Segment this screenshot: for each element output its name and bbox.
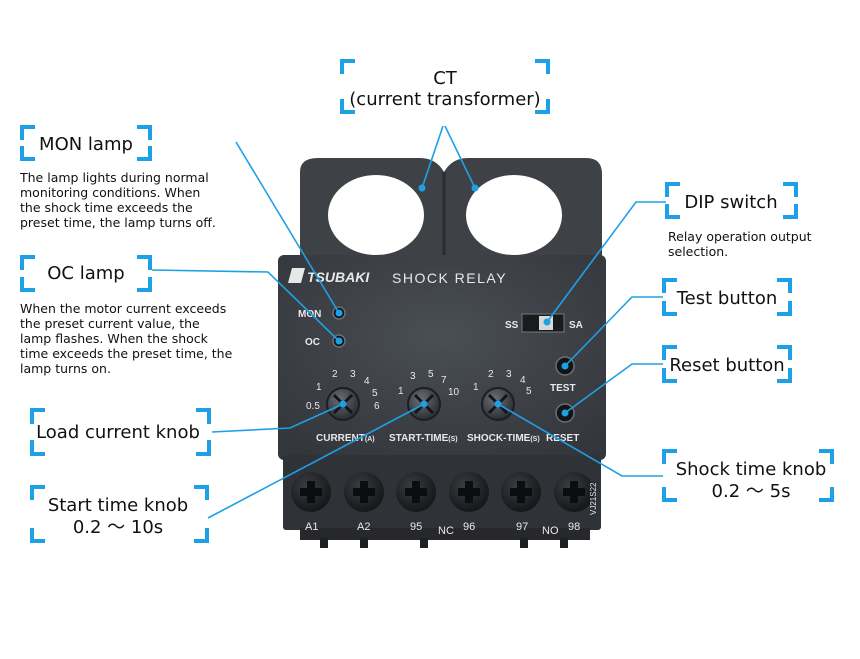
current-scale-2: 2 <box>332 369 338 380</box>
desc-line: lamp turns on. <box>20 361 111 376</box>
shock-scale-3: 4 <box>520 375 526 386</box>
desc-line: preset time, the lamp turns off. <box>20 215 216 230</box>
desc-line: monitoring conditions. When <box>20 185 201 200</box>
start-time-title: Start time knob <box>48 495 188 516</box>
test-button-callout: Test button <box>662 278 792 316</box>
shock-scale-0: 1 <box>473 382 479 393</box>
desc-line: The lamp lights during normal <box>20 170 209 185</box>
current-scale-5: 5 <box>372 388 378 399</box>
brand-logo: TSUBAKI <box>288 268 370 285</box>
test-button-title: Test button <box>676 288 778 309</box>
terminal-label-96: 96 <box>463 521 475 533</box>
dip-switch-description: Relay operation output selection. <box>668 229 812 259</box>
leader-lines <box>151 125 666 519</box>
desc-line: the preset current value, the <box>20 316 200 331</box>
terminal-screw <box>344 472 384 512</box>
start-scale-0: 1 <box>398 386 404 397</box>
dip-switch-callout: DIP switch <box>665 182 798 219</box>
dip-switch-right-label: SA <box>569 320 583 331</box>
shock-scale-1: 2 <box>488 369 494 380</box>
terminal-label-no: NO <box>542 525 559 537</box>
desc-line: selection. <box>668 244 729 259</box>
mon-lamp-label: MON <box>298 309 321 320</box>
current-knob-label: CURRENT(A) <box>316 433 375 444</box>
ct-right-hole <box>466 175 562 255</box>
ct-left-hole <box>328 175 424 255</box>
terminal-label-97: 97 <box>516 521 528 533</box>
load-current-title: Load current knob <box>36 422 200 443</box>
desc-line: lamp flashes. When the shock <box>20 331 208 346</box>
desc-line: time exceeds the preset time, the <box>20 346 233 361</box>
reset-button-label: RESET <box>546 433 579 444</box>
start-knob-label: START-TIME(S) <box>389 433 458 444</box>
terminal-screw <box>396 472 436 512</box>
mon-lamp-callout: MON lamp <box>20 125 152 161</box>
terminal-screw <box>501 472 541 512</box>
oc-lamp-description: When the motor current exceeds the prese… <box>20 301 232 376</box>
start-scale-3: 7 <box>441 375 447 386</box>
current-scale-6: 6 <box>374 401 380 412</box>
shock-time-title: Shock time knob <box>676 459 827 480</box>
oc-lamp-label: OC <box>305 337 320 348</box>
current-scale-1: 1 <box>316 382 322 393</box>
shock-knob-label: SHOCK-TIME(S) <box>467 433 540 444</box>
dip-switch-title: DIP switch <box>684 192 777 213</box>
reset-button-title: Reset button <box>669 355 784 376</box>
ct-callout: CT (current transformer) <box>340 59 550 114</box>
side-code: VJ21S22 <box>589 482 598 515</box>
reset-button-callout: Reset button <box>662 345 792 383</box>
oc-lamp-callout: OC lamp <box>20 255 152 292</box>
start-scale-1: 3 <box>410 371 416 382</box>
ct-housing <box>300 158 602 262</box>
terminal-screw <box>291 472 331 512</box>
test-button-label: TEST <box>550 383 576 394</box>
oc-lamp-title: OC lamp <box>47 263 124 284</box>
mon-lamp-description: The lamp lights during normal monitoring… <box>20 170 216 230</box>
terminal-label-a2: A2 <box>357 521 370 533</box>
terminal-screw <box>449 472 489 512</box>
current-scale-3: 3 <box>350 369 356 380</box>
desc-line: the shock time exceeds the <box>20 200 193 215</box>
terminal-screws <box>291 472 594 512</box>
model-label: SHOCK RELAY <box>392 270 507 286</box>
shock-time-range: 0.2 ～ 5s <box>712 481 791 502</box>
terminal-label-a1: A1 <box>305 521 318 533</box>
svg-text:TSUBAKI: TSUBAKI <box>307 269 370 285</box>
desc-line: When the motor current exceeds <box>20 301 227 316</box>
ct-subtitle: (current transformer) <box>349 89 540 110</box>
shock-time-callout: Shock time knob 0.2 ～ 5s <box>662 449 834 502</box>
mon-lamp-title: MON lamp <box>39 134 133 155</box>
relay-body <box>278 255 606 460</box>
desc-line: Relay operation output <box>668 229 812 244</box>
start-scale-4: 10 <box>448 387 460 398</box>
shock-relay-device: TSUBAKI SHOCK RELAY MON OC SS SA TEST RE… <box>278 158 606 548</box>
shock-scale-4: 5 <box>526 386 532 397</box>
start-time-range: 0.2 ～ 10s <box>73 517 163 538</box>
terminal-label-95: 95 <box>410 521 422 533</box>
start-scale-2: 5 <box>428 369 434 380</box>
terminal-label-98: 98 <box>568 521 580 533</box>
terminal-label-nc: NC <box>438 525 454 537</box>
start-time-callout: Start time knob 0.2 ～ 10s <box>30 485 209 543</box>
shock-scale-2: 3 <box>506 369 512 380</box>
ct-title: CT <box>433 68 458 89</box>
current-scale-4: 4 <box>364 376 370 387</box>
terminal-screw <box>554 472 594 512</box>
load-current-callout: Load current knob <box>30 408 211 456</box>
current-scale-0: 0.5 <box>306 401 320 412</box>
dip-switch-left-label: SS <box>505 320 519 331</box>
